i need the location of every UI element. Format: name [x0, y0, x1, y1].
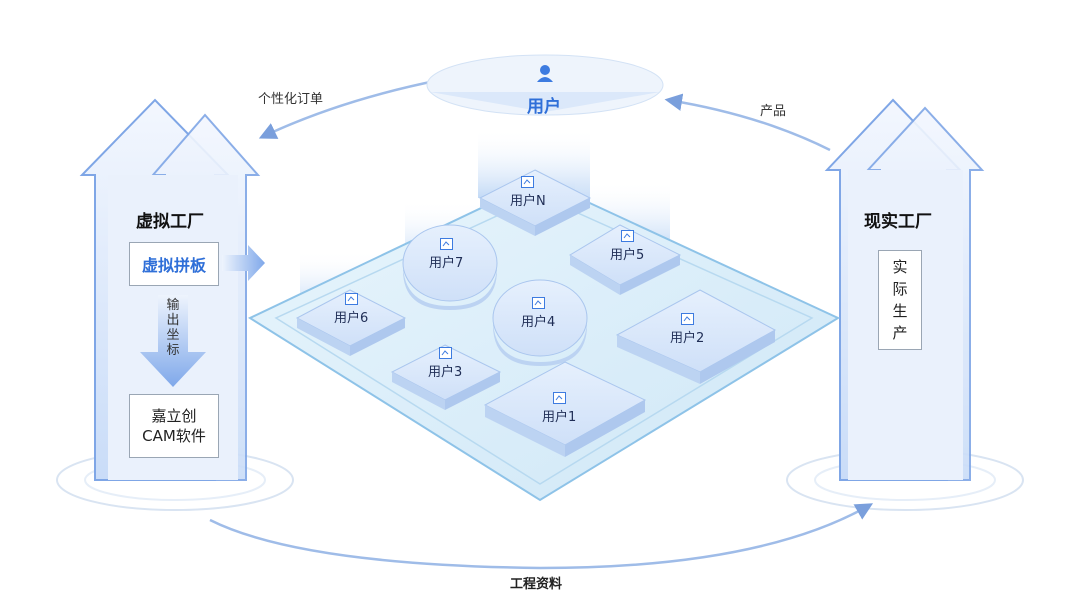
user-chip: 用户7: [429, 238, 463, 271]
real-factory-title: 现实工厂: [864, 212, 932, 232]
chip-icon: [438, 347, 452, 359]
real-factory-arrow: [824, 98, 985, 481]
order-flow-arrow: [258, 78, 441, 139]
tile-user-3: [390, 344, 502, 410]
chip-icon: [344, 293, 358, 305]
actual-production-box: 实际生产: [878, 250, 922, 350]
engineering-flow-label: 工程资料: [510, 577, 563, 592]
user-chip-label: 用户N: [510, 194, 546, 209]
user-chip-label: 用户3: [428, 365, 463, 380]
virtual-panel-box: 虚拟拼板: [129, 242, 219, 286]
output-down-arrow: [140, 295, 206, 387]
user-chip: 用户N: [510, 176, 546, 209]
order-flow-label: 个性化订单: [258, 92, 324, 107]
panel-to-board-arrow: [222, 245, 265, 281]
user-chip-label: 用户1: [542, 410, 577, 425]
user-label: 用户: [527, 97, 561, 117]
user-chip: 用户2: [670, 313, 704, 346]
user-chip: 用户5: [610, 230, 644, 263]
tile-user-2: [615, 289, 777, 384]
user-chip: 用户1: [542, 392, 576, 425]
tile-user-4: [492, 279, 588, 366]
chip-icon: [620, 230, 634, 242]
tile-user-n: [478, 169, 592, 236]
engineering-flow-arrow: [209, 503, 874, 570]
chip-icon: [531, 297, 545, 309]
product-flow-arrow: [664, 93, 831, 152]
cam-software-box: 嘉立创 CAM软件: [129, 394, 219, 458]
tile-user-6: [295, 289, 407, 356]
chip-icon: [439, 238, 453, 250]
user-dome: [426, 54, 664, 116]
user-chip-label: 用户6: [334, 311, 369, 326]
user-chip: 用户6: [334, 293, 368, 326]
user-chip: 用户3: [428, 347, 462, 380]
user-chip-label: 用户7: [429, 256, 464, 271]
user-chip-label: 用户2: [670, 331, 705, 346]
user-person-icon: [537, 65, 553, 82]
user-chip-label: 用户5: [610, 248, 645, 263]
user-chip-label: 用户4: [521, 315, 556, 330]
output-coords-label: 输出坐标: [166, 298, 180, 358]
chip-icon: [552, 392, 566, 404]
tile-user-7: [402, 224, 498, 310]
tile-user-5: [569, 224, 682, 295]
chip-icon: [521, 176, 535, 188]
virtual-factory-title: 虚拟工厂: [136, 212, 204, 232]
product-flow-label: 产品: [760, 104, 787, 119]
chip-icon: [680, 313, 694, 325]
user-chip: 用户4: [521, 297, 555, 330]
